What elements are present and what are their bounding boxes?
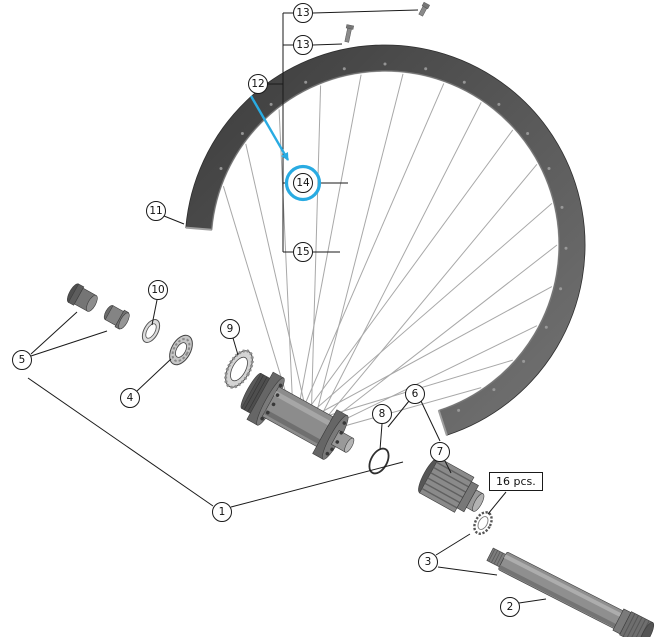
spline-washer [473,511,493,535]
leader-lines [27,9,547,604]
callout-12[interactable]: 12 [248,74,268,94]
rim-end-face [185,226,212,231]
callout-4[interactable]: 4 [120,388,140,408]
rim-end-face [437,410,448,436]
highlight-ring [284,164,322,202]
thru-axle [486,547,655,637]
cone-spacer [103,305,130,330]
end-cap [67,283,98,312]
hub-body [240,371,355,460]
rim-spoke-holes [219,62,568,412]
callout-3[interactable]: 3 [418,552,438,572]
callout-7[interactable]: 7 [430,442,450,462]
o-ring [368,447,390,475]
spoke-nipple-icon [418,1,430,17]
callout-11[interactable]: 11 [146,201,166,221]
spokes [222,73,558,433]
callout-8[interactable]: 8 [372,404,392,424]
callout-6[interactable]: 6 [405,384,425,404]
callout-13-top[interactable]: 13 [293,3,313,23]
cartridge-bearing [169,334,193,366]
callout-1[interactable]: 1 [212,502,232,522]
callout-9[interactable]: 9 [220,319,240,339]
pointer-arrow [249,95,290,161]
spoke-nipple-icon [344,24,355,43]
callout-14[interactable]: 14 [293,173,313,193]
callout-13-mid[interactable]: 13 [293,35,313,55]
callout-10[interactable]: 10 [148,280,168,300]
seal-ring [141,319,161,343]
rim [185,44,586,436]
hub-spoke-holes [260,383,347,456]
callout-2[interactable]: 2 [500,597,520,617]
quantity-label: 16 pcs. [489,472,543,491]
lock-ring [224,349,254,389]
callout-15[interactable]: 15 [293,242,313,262]
callout-5[interactable]: 5 [12,350,32,370]
freehub-body [418,457,485,513]
